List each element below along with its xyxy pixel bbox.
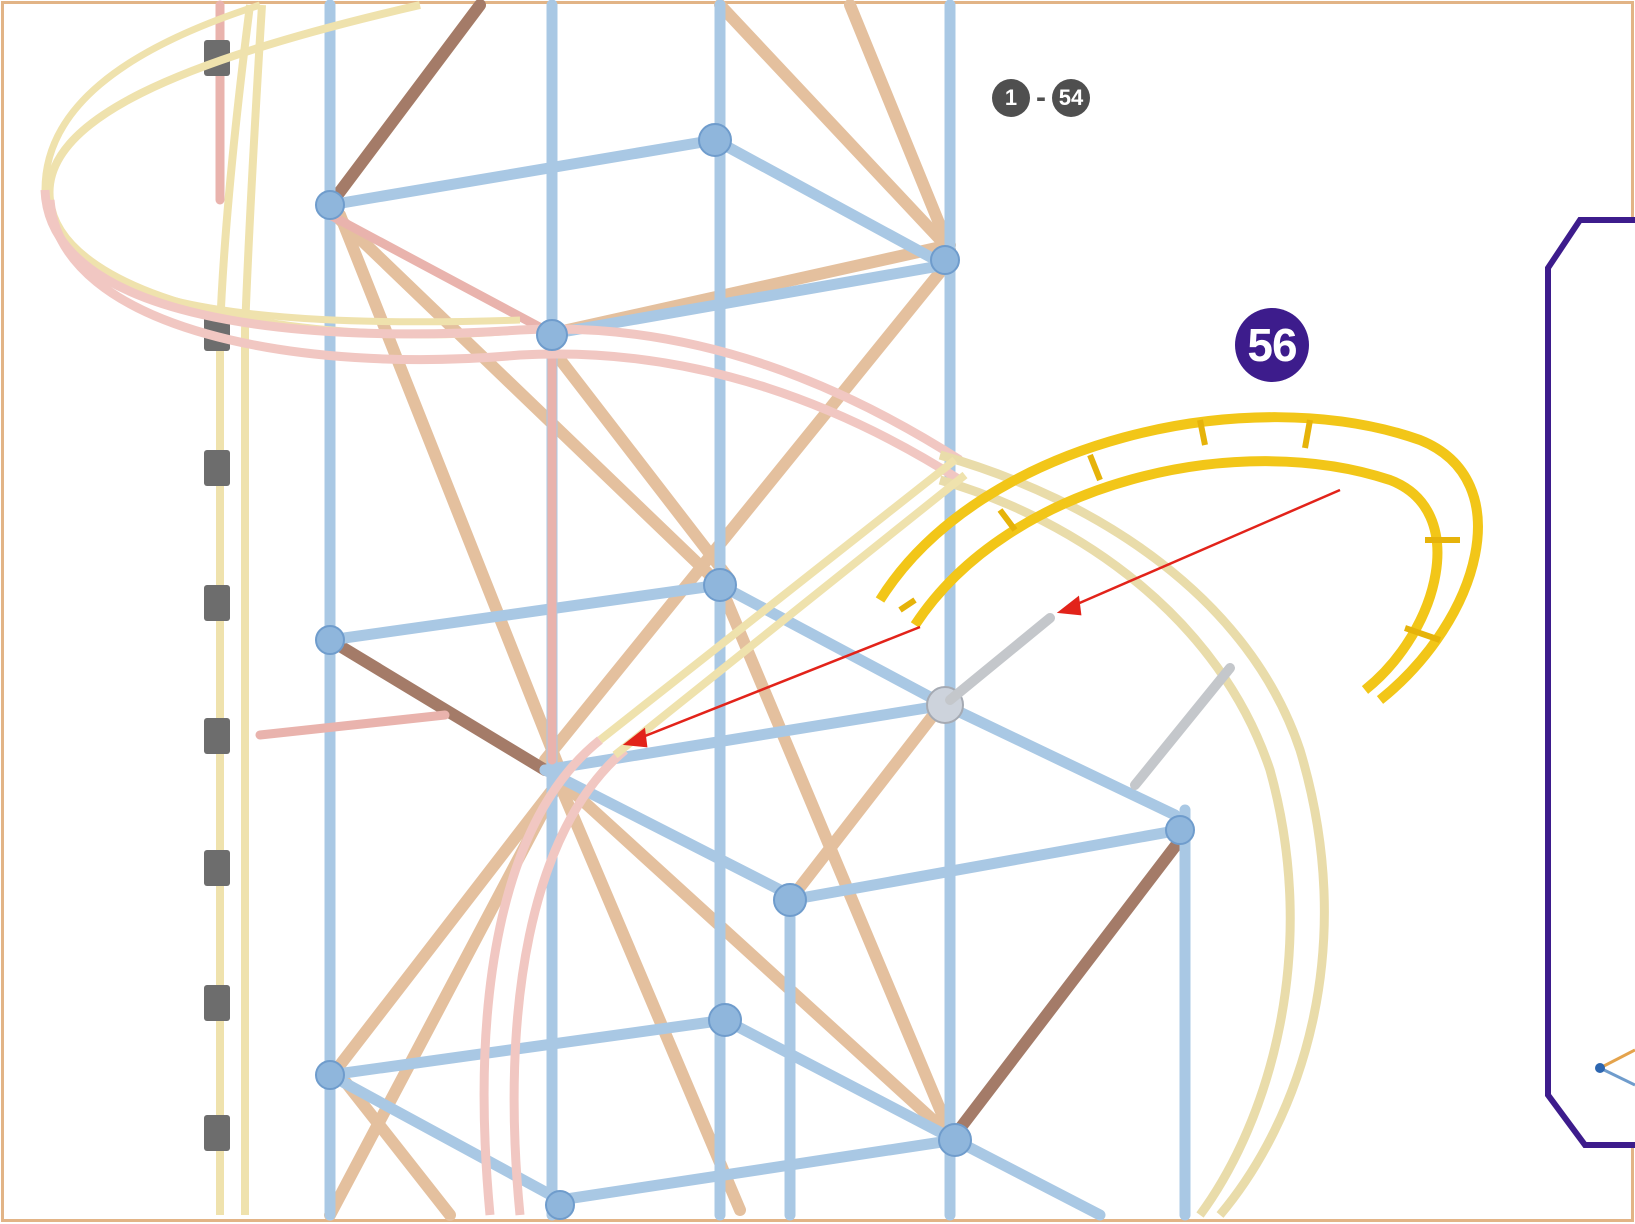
existing-track-loop xyxy=(938,450,1329,1218)
previous-steps-range: 1 - 54 xyxy=(992,79,1090,117)
red-arrow-icon xyxy=(622,488,1341,748)
frame-rods xyxy=(324,0,1191,1221)
connector-icon xyxy=(315,123,1195,1220)
existing-track-lower xyxy=(479,736,628,1216)
new-track-ties xyxy=(898,419,1460,643)
inset-panel xyxy=(1545,217,1635,1148)
new-track-piece xyxy=(875,412,1483,704)
range-end-badge: 54 xyxy=(1052,79,1090,117)
gray-rods xyxy=(945,613,1235,790)
range-separator: - xyxy=(1036,81,1046,114)
diagonal-rods xyxy=(324,0,961,1221)
brown-rods xyxy=(324,0,1186,1141)
inset-preview xyxy=(1599,1048,1635,1087)
inset-connector-icon xyxy=(1595,1063,1605,1073)
step-number-badge: 56 xyxy=(1235,308,1309,382)
range-start-badge: 1 xyxy=(992,79,1030,117)
support-rods xyxy=(215,0,557,765)
existing-track-upper xyxy=(40,1,963,484)
existing-track-cream-diag xyxy=(597,456,968,759)
